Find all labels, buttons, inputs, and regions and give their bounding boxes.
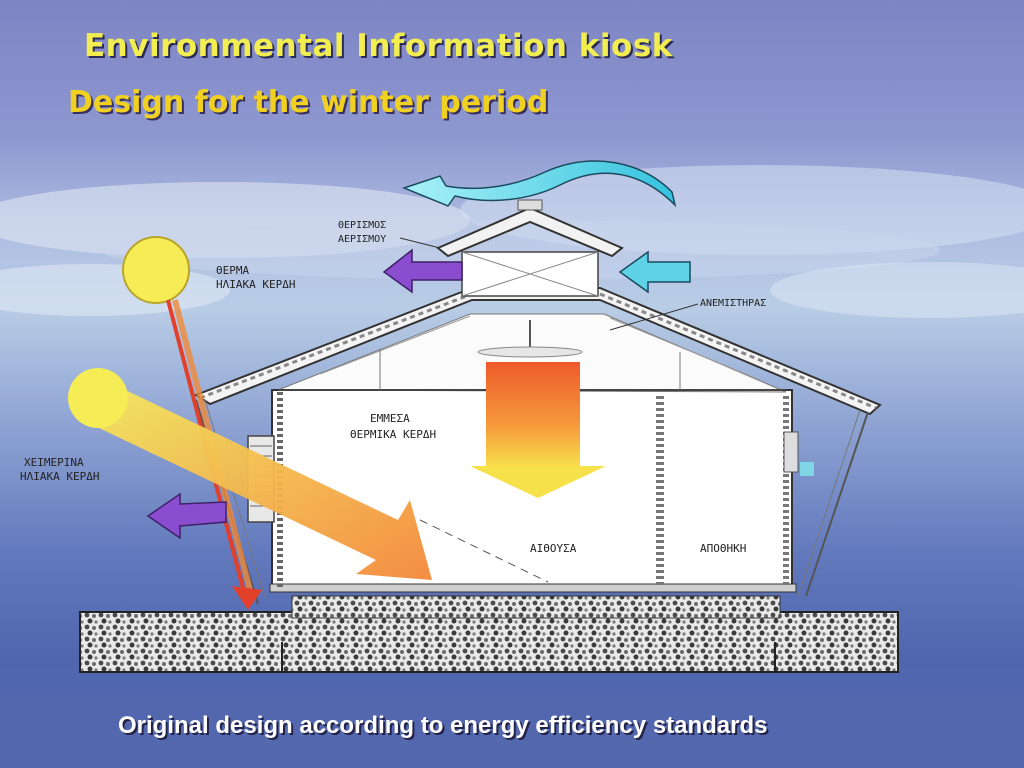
ventilation-arrow-right bbox=[618, 250, 691, 294]
annotation-direct-gain-line1: ΘΕΡΜΑ bbox=[216, 264, 249, 277]
slab-gravel bbox=[291, 595, 781, 619]
room-label-hall: ΑΙΘΟΥΣΑ bbox=[530, 542, 577, 555]
annotation-fan-label: ΑΝΕΜΙΣΤΗΡΑΣ bbox=[700, 298, 766, 309]
annotation-fan: ΑΝΕΜΙΣΤΗΡΑΣ bbox=[609, 298, 766, 331]
ventilation-arrow-top bbox=[401, 160, 677, 208]
annotation-ventilation-line2: ΑΕΡΙΣΜΟΥ bbox=[338, 234, 386, 245]
annotation-indirect-gain-line1: ΕΜΜΕΣΑ bbox=[370, 412, 410, 425]
annotation-low-sun: ΧΕΙΜΕΡΙΝΑ ΗΛΙΑΚΑ ΚΕΡΔΗ bbox=[20, 456, 99, 483]
annotation-low-sun-line1: ΧΕΙΜΕΡΙΝΑ bbox=[24, 456, 84, 469]
annotation-low-sun-line2: ΗΛΙΑΚΑ ΚΕΡΔΗ bbox=[20, 470, 99, 483]
exhaust-arrow-roof bbox=[382, 248, 463, 294]
heat-column-arrow bbox=[470, 362, 606, 498]
annotation-direct-gain: ΘΕΡΜΑ ΗΛΙΑΚΑ ΚΕΡΔΗ bbox=[216, 264, 295, 291]
ceiling-fan bbox=[477, 320, 583, 358]
annotation-direct-gain-line2: ΗΛΙΑΚΑ ΚΕΡΔΗ bbox=[216, 278, 295, 291]
foundation-gravel bbox=[79, 611, 899, 673]
slide-subtitle: Design for the winter period bbox=[68, 85, 549, 120]
room-label-storage: ΑΠΟΘΗΚΗ bbox=[700, 542, 746, 555]
annotation-indirect-gain: ΕΜΜΕΣΑ ΘΕΡΜΙΚΑ ΚΕΡΔΗ bbox=[350, 412, 436, 441]
annotation-indirect-gain-line2: ΘΕΡΜΙΚΑ ΚΕΡΔΗ bbox=[350, 428, 436, 441]
low-sun-beam-arrow bbox=[68, 368, 432, 580]
roof-lantern bbox=[436, 206, 624, 258]
annotation-ventilation-line1: ΘΕΡΙΣΜΟΣ bbox=[338, 220, 386, 231]
high-sun-icon bbox=[122, 236, 190, 304]
annotation-ventilation: ΘΕΡΙΣΜΟΣ ΑΕΡΙΣΜΟΥ bbox=[338, 220, 441, 249]
slide-title: Environmental Information kiosk bbox=[84, 28, 673, 64]
floor-slab bbox=[269, 583, 797, 593]
slide-caption: Original design according to energy effi… bbox=[118, 712, 768, 739]
exhaust-arrow-wall bbox=[146, 492, 227, 540]
